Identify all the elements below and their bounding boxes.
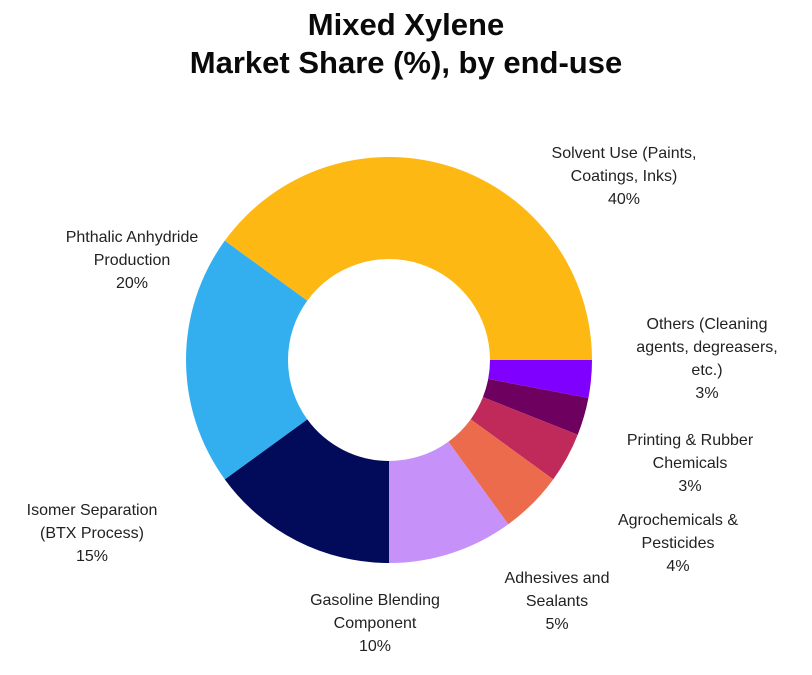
slice-percent: 20%	[115, 275, 149, 292]
slice-label-line: Chemicals	[652, 455, 728, 472]
slice-label-line: Component	[333, 615, 417, 632]
donut-slice	[186, 240, 308, 480]
donut-slice	[482, 378, 589, 435]
slice-label-line: Phthalic Anhydride	[65, 229, 199, 246]
slice-percent: 4%	[666, 558, 690, 575]
slice-label-line: Agrochemicals &	[617, 512, 739, 529]
chart-title-line-2: Market Share (%), by end-use	[189, 45, 623, 80]
slice-label-line: Sealants	[525, 593, 589, 610]
slice-label-line: (BTX Process)	[39, 525, 145, 542]
slice-label-line: Gasoline Blending	[310, 592, 440, 609]
slice-label: Solvent Use (Paints, Coatings, Inks) 40%	[552, 142, 697, 211]
slice-label: Agrochemicals & Pesticides 4%	[618, 509, 738, 578]
slice-label-line: Coatings, Inks)	[570, 168, 678, 185]
slice-label: Others (Cleaning agents, degreasers, etc.)…	[636, 313, 777, 405]
slice-percent: 15%	[75, 548, 109, 565]
slice-percent: 40%	[607, 191, 641, 208]
donut-slice	[448, 419, 554, 525]
slice-label-line: Printing & Rubber	[626, 432, 754, 449]
slice-percent: 10%	[358, 638, 392, 655]
slice-label-line: agents, degreasers,	[636, 339, 778, 356]
slice-percent: 5%	[545, 616, 569, 633]
slice-percent: 3%	[695, 385, 719, 402]
donut-slice	[470, 397, 578, 480]
slice-percent: 3%	[678, 478, 702, 495]
slice-label-line: Adhesives and	[504, 570, 610, 587]
slice-label-line: etc.)	[691, 362, 723, 379]
slice-label-line: Solvent Use (Paints,	[551, 145, 697, 162]
slice-label-line: Others (Cleaning	[646, 316, 768, 333]
chart-title: Mixed Xylene Market Share (%), by end-us…	[0, 6, 812, 82]
slice-label-line: Pesticides	[641, 535, 715, 552]
donut-slice	[488, 360, 592, 399]
slice-label-line: Isomer Separation	[26, 502, 158, 519]
slice-label: Isomer Separation (BTX Process) 15%	[27, 499, 158, 568]
slice-label-line: Production	[93, 252, 171, 269]
donut-slice	[224, 419, 389, 563]
donut-slice	[389, 441, 509, 563]
chart-title-line-1: Mixed Xylene	[307, 7, 505, 42]
donut-slice	[224, 156, 593, 360]
